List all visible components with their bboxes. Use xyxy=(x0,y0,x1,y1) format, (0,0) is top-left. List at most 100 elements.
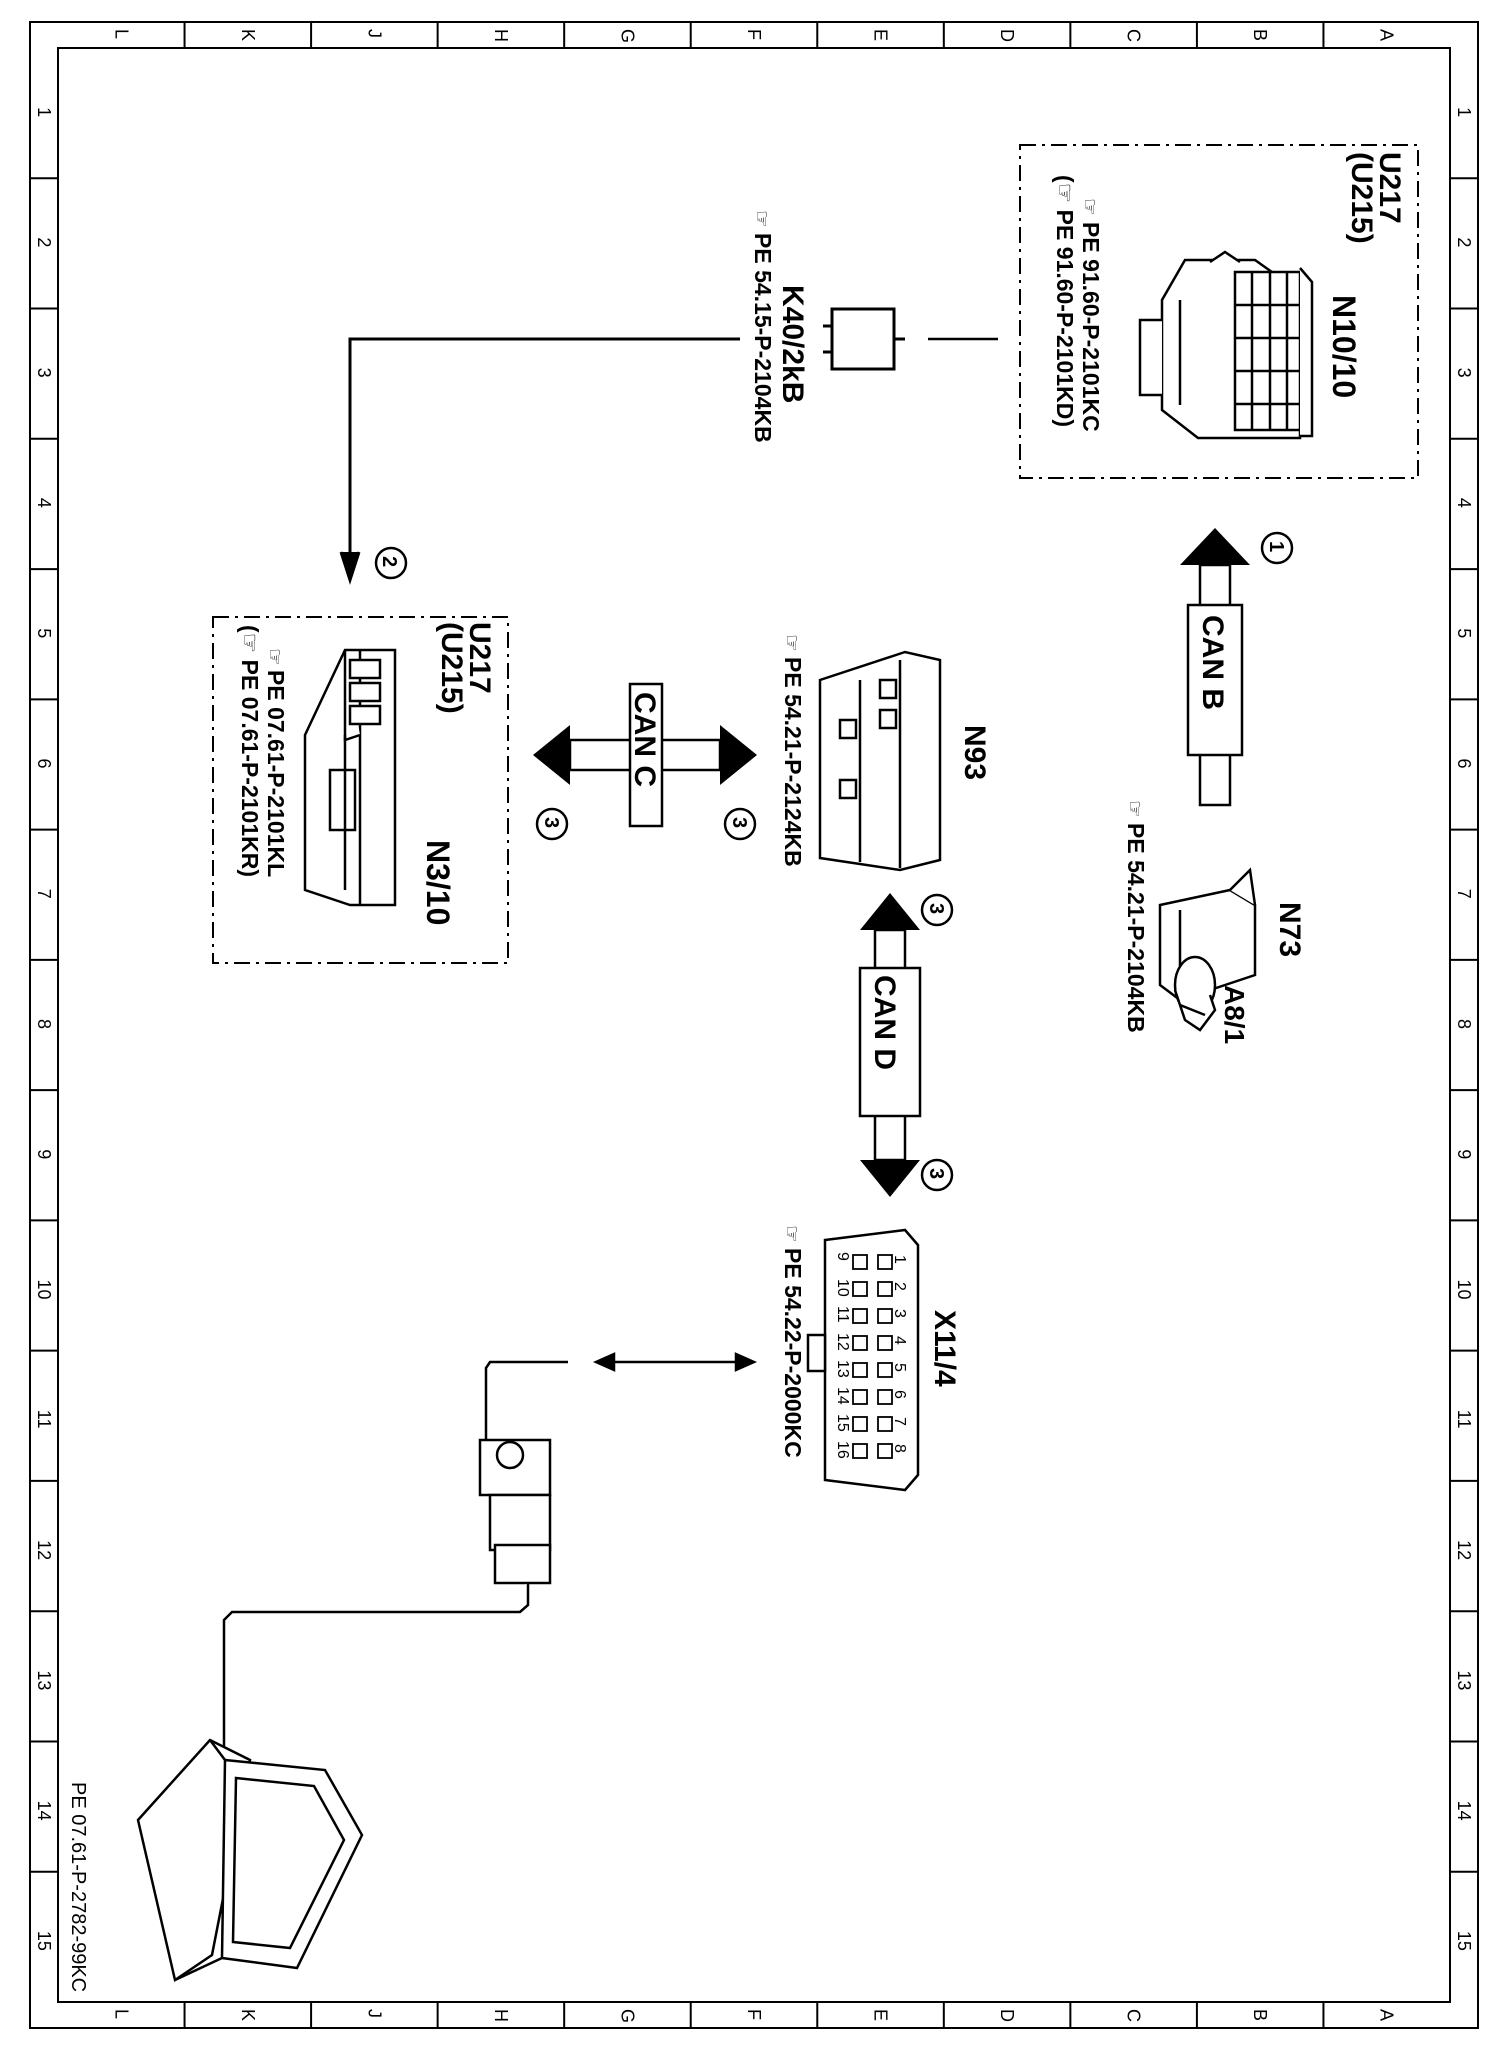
x11-pin-number: 13 xyxy=(834,1360,851,1378)
zone-letter-top: G xyxy=(617,29,637,43)
n10-id-label: N10/10 xyxy=(1326,295,1362,398)
component-n93: N93 ☞ PE 54.21-P-2124KB xyxy=(780,634,991,872)
k40-ref-label: PE 54.15-P-2104KB xyxy=(750,233,776,443)
can-d-label: CAN D xyxy=(868,975,901,1070)
zone-number-right: 10 xyxy=(1454,1280,1474,1300)
n10-model-label: U217 xyxy=(1373,152,1406,224)
n73-ref-label: PE 54.21-P-2104KB xyxy=(1123,823,1149,1033)
n93-ref-icon: ☞ xyxy=(780,634,802,652)
can-b-label: CAN B xyxy=(1196,615,1229,710)
zone-letter-bottom: H xyxy=(491,2009,511,2022)
zone-number-left: 3 xyxy=(34,368,54,378)
zone-letter-bottom: G xyxy=(617,2009,637,2023)
laptop-icon xyxy=(136,1738,364,1983)
x11-pin-number: 10 xyxy=(834,1279,851,1297)
zone-number-right: 11 xyxy=(1454,1410,1474,1429)
x11-ref-icon: ☞ xyxy=(780,1225,802,1243)
x11-pin-number: 5 xyxy=(891,1363,908,1372)
zone-number-right: 13 xyxy=(1454,1670,1474,1690)
can-c-label: CAN C xyxy=(628,692,661,787)
zone-number-right: 2 xyxy=(1454,237,1474,247)
zone-letter-bottom: J xyxy=(364,2009,384,2018)
zone-number-right: 6 xyxy=(1454,758,1474,768)
zone-number-right: 9 xyxy=(1454,1149,1474,1159)
drawing-frame xyxy=(29,21,1479,2029)
zone-letter-top: E xyxy=(871,29,891,41)
zone-letter-top: D xyxy=(997,29,1017,42)
zone-letter-top: A xyxy=(1377,29,1397,41)
n3-module-icon xyxy=(303,648,397,907)
x11-pin-number: 9 xyxy=(834,1252,851,1261)
zone-letter-bottom: E xyxy=(871,2009,891,2021)
n93-id-label: N93 xyxy=(958,725,991,780)
zone-letter-bottom: B xyxy=(1250,2009,1270,2021)
n3-ref2-label: (☞ PE 07.61-P-2101KR) xyxy=(237,625,263,877)
zone-number-right: 3 xyxy=(1454,368,1474,378)
n73-switch-icon xyxy=(1158,867,1257,1032)
x11-pin xyxy=(877,1416,893,1432)
svg-text:3: 3 xyxy=(925,903,947,914)
x11-id-label: X11/4 xyxy=(928,1310,961,1387)
zone-letter-top: L xyxy=(111,29,131,39)
x11-pin-number: 11 xyxy=(834,1306,851,1323)
x11-pin xyxy=(852,1416,868,1432)
zone-number-right: 4 xyxy=(1454,498,1474,508)
zone-letter-top: K xyxy=(238,29,258,41)
svg-text:3: 3 xyxy=(728,817,750,828)
x11-pin xyxy=(877,1443,893,1459)
zone-letter-top: F xyxy=(744,29,764,40)
x11-pin xyxy=(852,1443,868,1459)
component-n10-10: U217 (U215) N10/10 ☞ PE 91.60-P-2101KC (… xyxy=(1019,144,1419,479)
n3-id-label: N3/10 xyxy=(420,840,456,925)
k40-ref-icon: ☞ xyxy=(750,210,772,228)
x11-pin xyxy=(877,1335,893,1351)
zone-letter-bottom: C xyxy=(1124,2009,1144,2022)
svg-text:2: 2 xyxy=(378,556,400,567)
n10-ref2-label: (☞ PE 91.60-P-2101KD) xyxy=(1052,175,1078,427)
n3-model-label: U217 xyxy=(463,622,496,694)
zone-number-left: 5 xyxy=(34,628,54,638)
zone-number-left: 10 xyxy=(34,1280,54,1300)
x11-pin xyxy=(877,1254,893,1270)
n10-ref1-label: PE 91.60-P-2101KC xyxy=(1078,222,1104,432)
n93-ref-label: PE 54.21-P-2124KB xyxy=(780,657,806,867)
bus-can-b: CAN B xyxy=(1180,528,1250,807)
marker-3-can-d-top: 3 xyxy=(920,893,954,927)
x11-pin xyxy=(877,1389,893,1405)
connection-x11-tester xyxy=(592,1352,758,1372)
n10-model-alt-label: (U215) xyxy=(1345,152,1378,244)
zone-number-right: 1 xyxy=(1454,107,1474,117)
bus-can-d: CAN D xyxy=(858,893,922,1197)
zone-letter-bottom: L xyxy=(111,2009,131,2019)
x11-pin-number: 16 xyxy=(834,1441,851,1459)
x11-pin-number: 1 xyxy=(891,1255,908,1264)
x11-ref-label: PE 54.22-P-2000KC xyxy=(780,1248,806,1458)
svg-text:3: 3 xyxy=(925,1168,947,1179)
x11-pin xyxy=(852,1389,868,1405)
x11-pin xyxy=(852,1254,868,1270)
x11-pin-number: 15 xyxy=(834,1414,851,1432)
n73-ref-icon: ☞ xyxy=(1123,800,1145,818)
zone-letter-top: C xyxy=(1124,29,1144,42)
x11-pin xyxy=(852,1281,868,1297)
zone-number-right: 7 xyxy=(1454,889,1474,899)
zone-number-left: 13 xyxy=(34,1670,54,1690)
x11-pin-number: 6 xyxy=(891,1390,908,1399)
diagnostic-adapter-icon xyxy=(222,1360,568,1750)
marker-1: 1 xyxy=(1260,531,1294,565)
x11-pin-number: 14 xyxy=(834,1387,851,1405)
x11-pin xyxy=(877,1308,893,1324)
zone-number-left: 14 xyxy=(34,1801,54,1821)
zone-letter-top: J xyxy=(364,29,384,38)
n3-ref1-label: PE 07.61-P-2101KL xyxy=(263,670,289,877)
component-n3-10: U217 (U215) N3/10 ☞ PE 07.61-P-2101KL (☞… xyxy=(212,616,509,964)
zone-letter-bottom: D xyxy=(997,2009,1017,2022)
x11-pin-number: 12 xyxy=(834,1333,851,1351)
x11-pin xyxy=(852,1335,868,1351)
x11-pin xyxy=(877,1281,893,1297)
x11-pin xyxy=(852,1308,868,1324)
n73-id-label: N73 xyxy=(1273,902,1306,957)
